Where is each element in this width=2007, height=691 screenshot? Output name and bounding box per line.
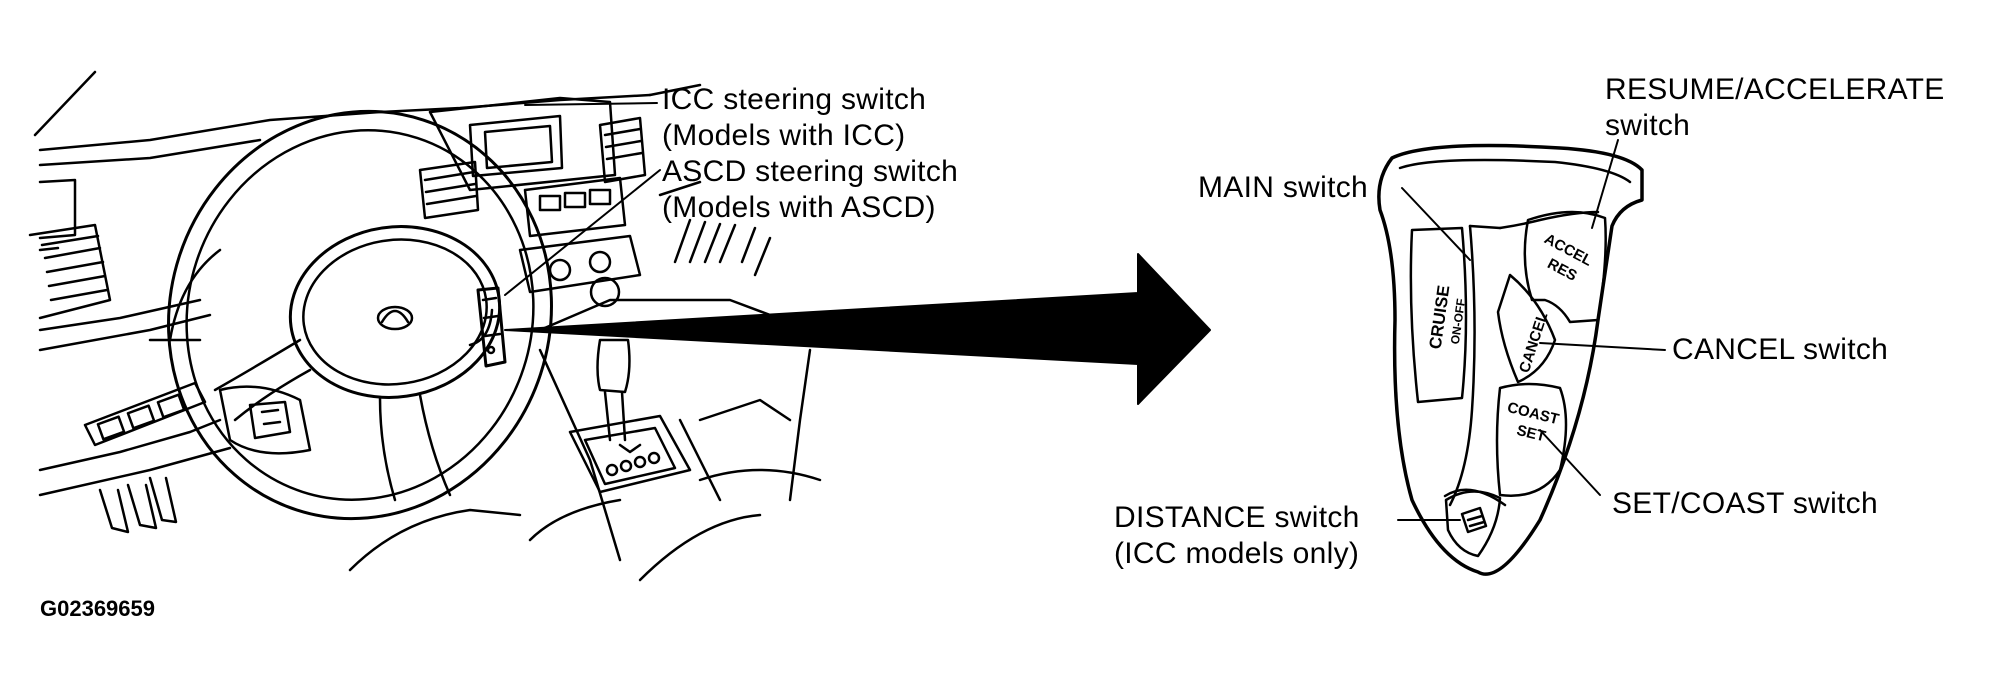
ascd-steering-switch-line1: ASCD steering switch: [662, 155, 959, 188]
dashboard-illustration: [28, 70, 822, 582]
distance-switch-line1: DISTANCE switch: [1114, 501, 1360, 534]
resume-accelerate-line2: switch: [1605, 109, 1691, 142]
resume-accelerate-switch-label: RESUME/ACCELERATE switch: [1605, 72, 1945, 144]
icc-steering-switch-line2: (Models with ICC): [662, 119, 906, 152]
icc-steering-switch-label: ICC steering switch (Models with ICC): [662, 82, 926, 154]
main-switch-label: MAIN switch: [1198, 171, 1368, 204]
resume-accelerate-line1: RESUME/ACCELERATE: [1605, 73, 1945, 106]
distance-switch-label: DISTANCE switch (ICC models only): [1114, 500, 1360, 572]
on-off-button-label: ON-OFF: [1448, 298, 1468, 346]
distance-switch-line2: (ICC models only): [1114, 537, 1360, 570]
right-leader-lines: [1397, 139, 1666, 521]
set-button-label: SET: [1515, 422, 1547, 446]
switch-button-labels: CRUISE ON-OFF ACCEL RES CANCEL COAST SET: [1426, 230, 1595, 445]
set-coast-switch-label: SET/COAST switch: [1612, 487, 1878, 520]
steering-wheel: [167, 109, 553, 521]
icc-steering-switch-line1: ICC steering switch: [662, 83, 927, 116]
steering-switch-assembly: [1377, 143, 1644, 576]
coast-button-label: COAST: [1506, 399, 1561, 428]
figure-code: G02369659: [40, 596, 155, 621]
ascd-steering-switch-label: ASCD steering switch (Models with ASCD): [662, 154, 958, 226]
cancel-switch-label: CANCEL switch: [1672, 333, 1889, 366]
pointer-arrow: [504, 253, 1211, 405]
ascd-steering-switch-line2: (Models with ASCD): [662, 191, 936, 224]
left-leader-lines: [504, 102, 661, 296]
